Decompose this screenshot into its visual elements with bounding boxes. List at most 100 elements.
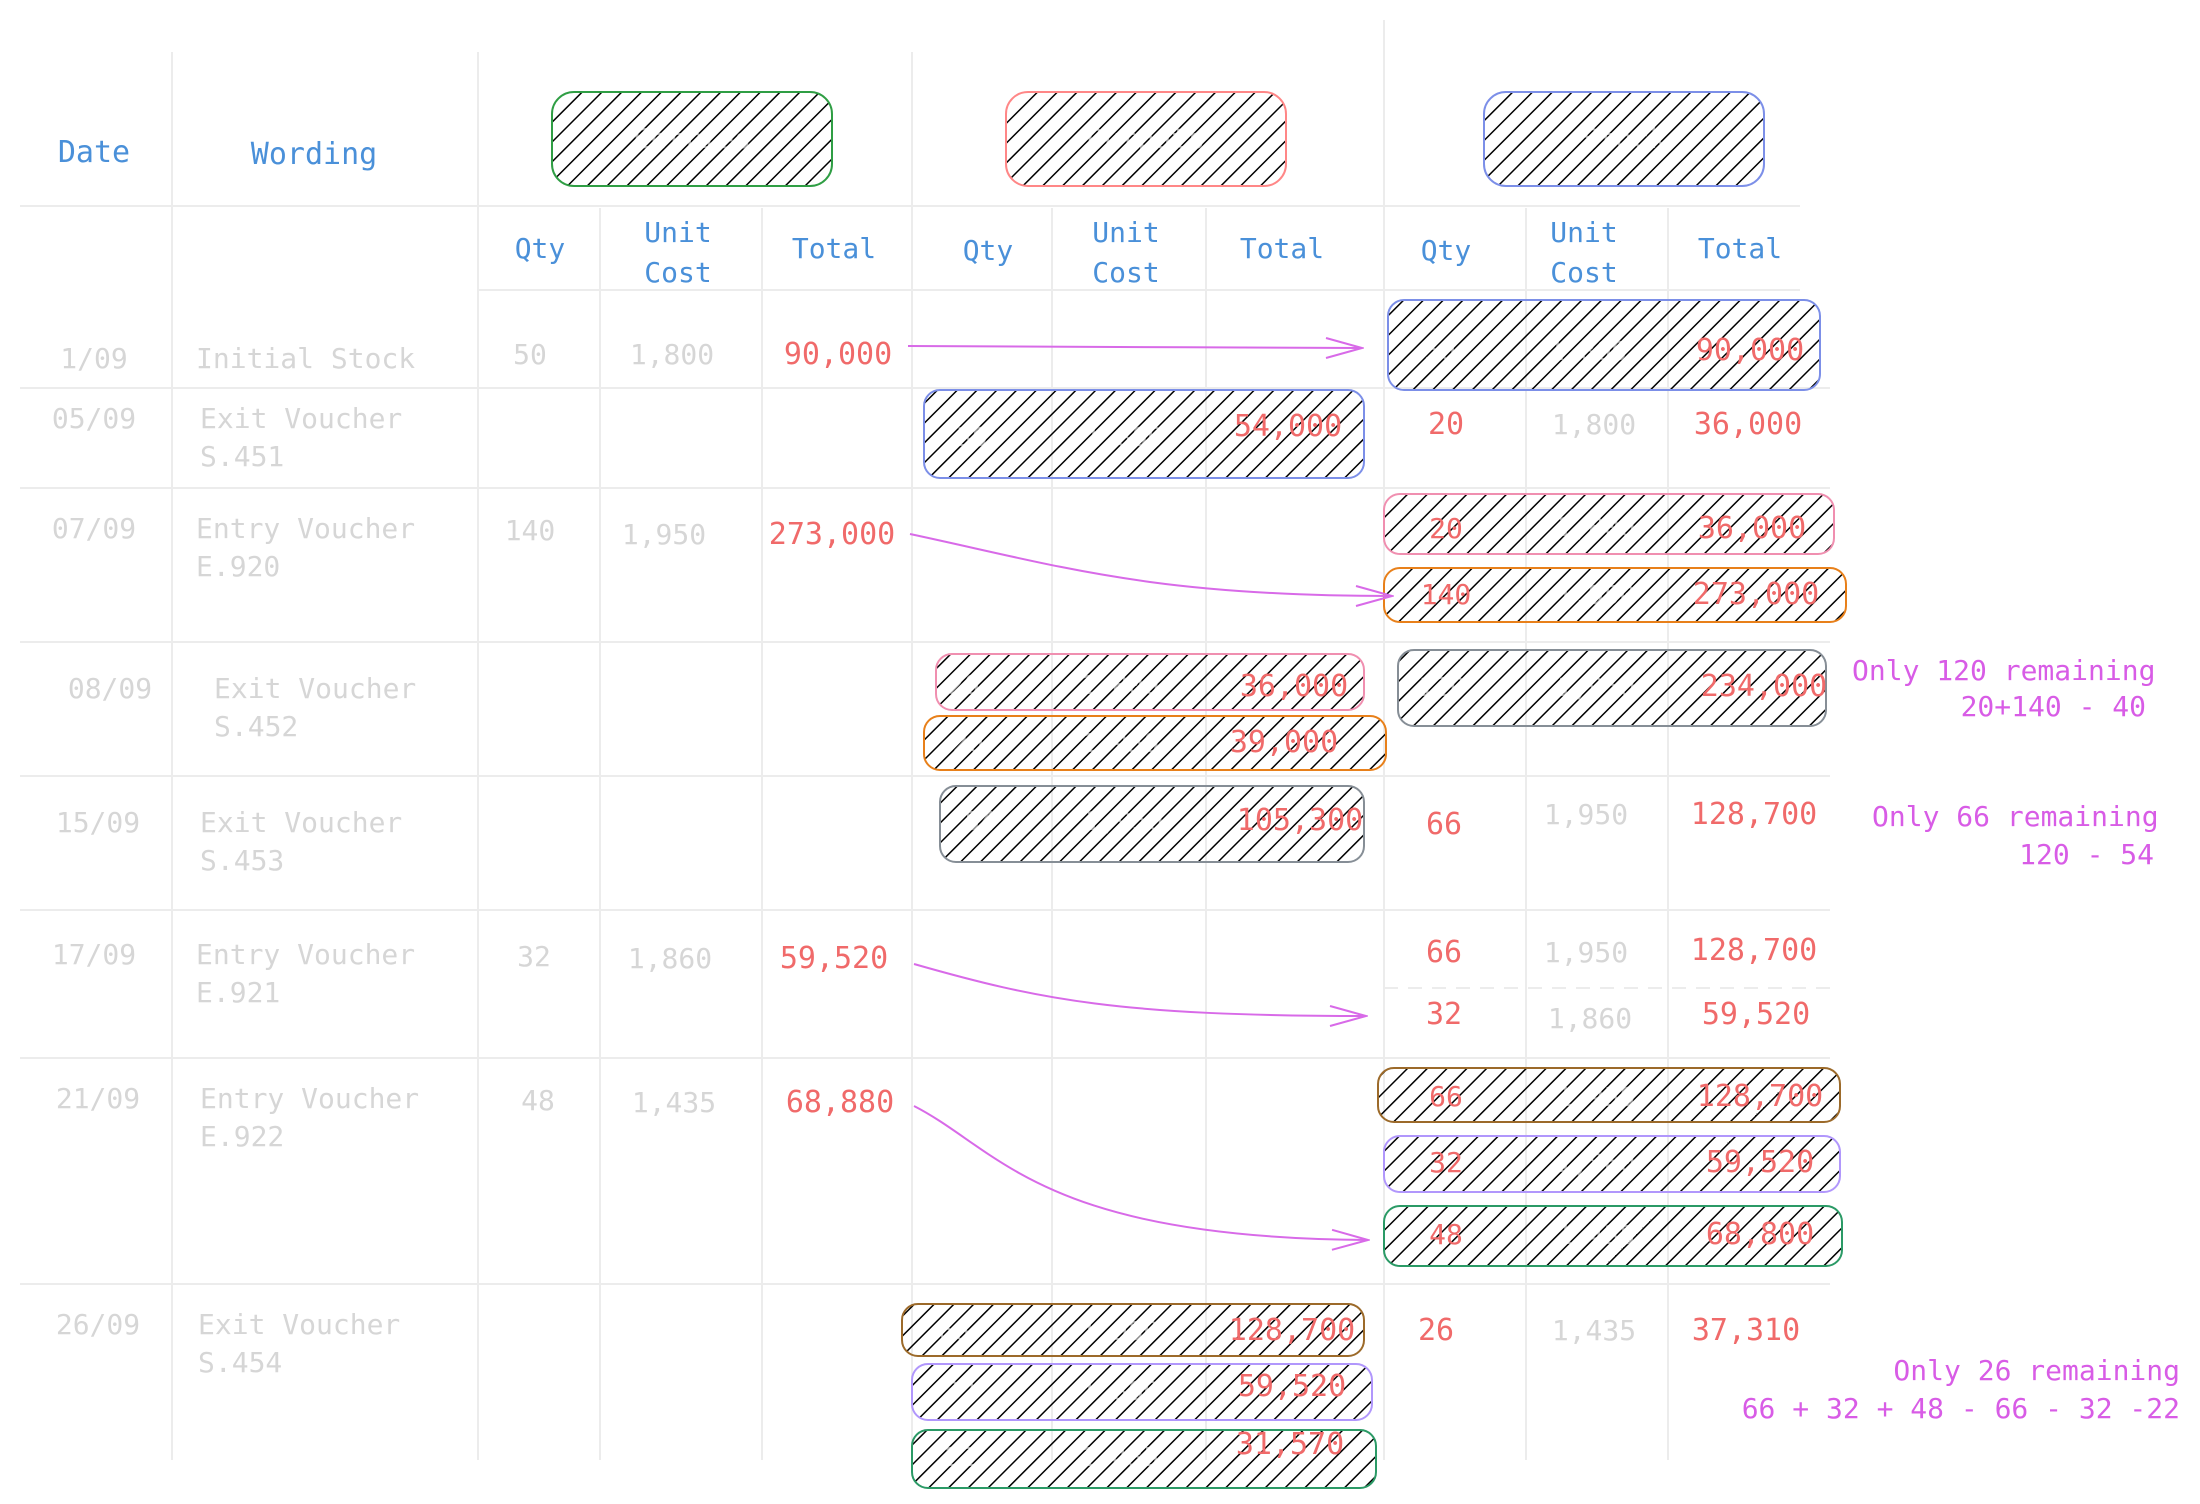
svg-text:Total: Total: [1240, 232, 1324, 265]
svg-text:54: 54: [964, 807, 995, 837]
svg-text:66: 66: [1429, 1080, 1463, 1113]
stock-cost: 1,435: [1552, 1314, 1636, 1347]
svg-text:1,950: 1,950: [1081, 729, 1159, 759]
svg-text:1,800: 1,800: [1557, 513, 1635, 543]
svg-text:Unit: Unit: [1550, 216, 1617, 249]
stock-label: Stock: [1582, 122, 1666, 155]
stock-plain-values: 20 1,800 36,000 66 1,950 128,700 66 1,95…: [1418, 407, 1817, 1348]
output-layer-pill: 22 1,435 31,570: [911, 1427, 1377, 1489]
svg-text:20: 20: [1429, 512, 1463, 545]
svg-text:1,950: 1,950: [1557, 673, 1635, 703]
stock-cost: 1,860: [1548, 1002, 1632, 1035]
entry-total: 59,520: [780, 941, 888, 976]
note-calc: 66 + 32 + 48 - 66 - 32 -22: [1742, 1392, 2180, 1425]
outputs-pills: 30 1,800 54,000 20 1,800 36,000 20 1,950…: [901, 389, 1387, 1489]
stock-layer-pill: 32 1,860 59,520: [1383, 1135, 1841, 1193]
row-date: 05/09: [52, 402, 136, 435]
svg-text:20: 20: [952, 729, 983, 759]
svg-text:20: 20: [948, 671, 979, 701]
svg-text:90,000: 90,000: [1696, 333, 1804, 368]
svg-text:Cost: Cost: [644, 256, 711, 289]
row-wording: Exit Voucher: [200, 806, 402, 839]
svg-text:1,800: 1,800: [1549, 337, 1627, 367]
stock-group-pill: Stock: [1483, 91, 1765, 187]
row-wording: Entry Voucher: [196, 512, 415, 545]
output-layer-pill: 20 1,800 36,000: [935, 653, 1365, 711]
row-date: 26/09: [56, 1308, 140, 1341]
entry-cost: 1,950: [622, 518, 706, 551]
svg-text:Total: Total: [792, 232, 876, 265]
entries-subheaders: Qty Unit Cost Total: [515, 216, 876, 289]
entry-cost: 1,800: [630, 338, 714, 371]
svg-text:128,700: 128,700: [1697, 1079, 1823, 1114]
stock-layer-pill: 50 1,800 90,000: [1387, 299, 1821, 391]
svg-text:105,300: 105,300: [1237, 803, 1363, 838]
svg-text:32: 32: [944, 1377, 975, 1407]
svg-text:128,700: 128,700: [1229, 1313, 1355, 1348]
entry-cost: 1,860: [628, 942, 712, 975]
row-voucher: E.921: [196, 976, 280, 1009]
row-wording: Initial Stock: [196, 342, 415, 375]
stock-qty: 20: [1428, 407, 1464, 442]
flow-arrows: [907, 346, 1392, 1240]
outputs-group-pill: Outputs: [1005, 91, 1287, 187]
stock-total: 36,000: [1694, 407, 1802, 442]
stock-total: 128,700: [1691, 797, 1817, 832]
row-voucher: E.920: [196, 550, 280, 583]
entry-total: 273,000: [769, 517, 895, 552]
svg-text:Total: Total: [1698, 232, 1782, 265]
row-voucher: S.453: [200, 844, 284, 877]
svg-text:1,800: 1,800: [1085, 423, 1163, 453]
svg-text:66: 66: [938, 1317, 969, 1347]
stock-layer-pill: 20 1,800 36,000: [1383, 493, 1835, 555]
output-layer-pill: 30 1,800 54,000: [923, 389, 1365, 479]
row-labels: 1/09 Initial Stock 05/09 Exit Voucher S.…: [52, 342, 419, 1379]
stock-total: 128,700: [1691, 933, 1817, 968]
svg-text:120: 120: [1419, 673, 1466, 703]
stock-layer-pill: 66 1,950 128,700: [1377, 1067, 1841, 1123]
note-line: Only 66 remaining: [1872, 800, 2159, 833]
row-date: 15/09: [56, 806, 140, 839]
stock-layer-pill: 140 1,950 273,000: [1383, 567, 1847, 623]
wording-header: Wording: [251, 137, 377, 172]
entry-total: 90,000: [784, 337, 892, 372]
arrow-icon: [913, 1105, 1368, 1240]
svg-text:36,000: 36,000: [1698, 511, 1806, 546]
svg-text:39,000: 39,000: [1230, 725, 1338, 760]
svg-text:68,800: 68,800: [1706, 1217, 1814, 1252]
entry-qty: 50: [513, 338, 547, 371]
row-wording: Entry Voucher: [196, 938, 415, 971]
row-voucher: S.451: [200, 440, 284, 473]
stock-cost: 1,950: [1544, 798, 1628, 831]
row-voucher: E.922: [200, 1120, 284, 1153]
svg-text:59,520: 59,520: [1706, 1145, 1814, 1180]
row-date: 08/09: [68, 672, 152, 705]
svg-text:31,570: 31,570: [1236, 1427, 1344, 1462]
svg-text:1,950: 1,950: [1085, 807, 1163, 837]
svg-text:Unit: Unit: [1092, 216, 1159, 249]
date-header: Date: [58, 135, 130, 170]
svg-text:273,000: 273,000: [1693, 577, 1819, 612]
svg-text:1,860: 1,860: [1557, 1149, 1635, 1179]
entries-label: Entries: [633, 122, 751, 155]
output-layer-pill: 32 1,860 59,520: [911, 1363, 1373, 1421]
svg-text:32: 32: [1429, 1146, 1463, 1179]
entry-qty: 140: [505, 514, 556, 547]
row-wording: Exit Voucher: [200, 402, 402, 435]
entry-qty: 32: [517, 940, 551, 973]
row-wording: Exit Voucher: [214, 672, 416, 705]
output-layer-pill: 54 1,950 105,300: [939, 785, 1365, 863]
note-calc: 20+140 - 40: [1961, 690, 2146, 723]
stock-qty: 26: [1418, 1313, 1454, 1348]
svg-text:234,000: 234,000: [1701, 669, 1827, 704]
entry-cost: 1,435: [632, 1086, 716, 1119]
stock-subheaders: Qty Unit Cost Total: [1421, 216, 1782, 289]
svg-text:59,520: 59,520: [1238, 1369, 1346, 1404]
arrow-icon: [909, 533, 1392, 596]
svg-text:1,435: 1,435: [1081, 1443, 1159, 1473]
row-wording: Exit Voucher: [198, 1308, 400, 1341]
row-voucher: S.452: [214, 710, 298, 743]
note-line: Only 26 remaining: [1893, 1354, 2180, 1387]
stock-total: 59,520: [1702, 997, 1810, 1032]
